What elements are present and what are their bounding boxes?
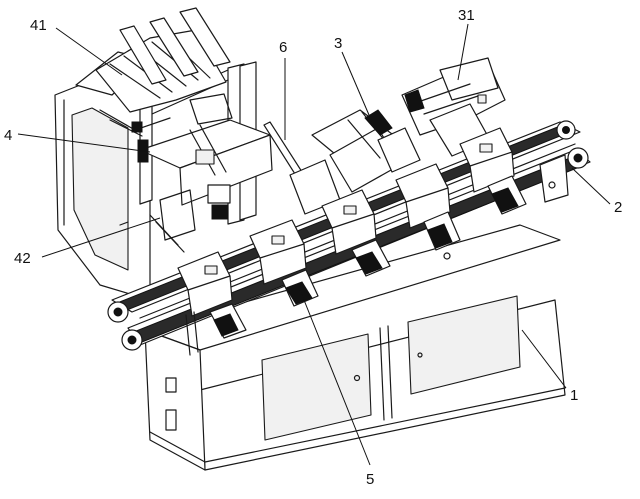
leader-31 [457,23,469,81]
label-4: 4 [4,127,12,144]
door-knob-right [417,352,423,358]
label-42: 42 [14,250,31,267]
rear-window [71,107,129,271]
feeding-hopper [75,7,233,137]
reference-labels: 41 4 42 6 3 31 2 1 5 [4,7,622,488]
label-31: 31 [458,7,475,24]
label-3: 3 [334,35,342,52]
door-knob-left [353,374,361,382]
side-switch-lower [165,409,177,431]
leader-4 [17,133,151,153]
leader-1 [521,329,567,389]
leader-42 [41,217,161,258]
leader-41 [55,27,123,76]
carrier-3 [321,189,391,277]
carrier-5 [459,127,527,215]
front-door-left [261,333,372,441]
leader-2 [571,167,611,205]
label-2: 2 [614,199,622,216]
carrier-2 [249,219,319,307]
folding-unit [311,109,421,193]
side-switch-upper [165,377,177,393]
front-door-right [407,295,521,395]
central-mechanism [137,119,273,253]
label-1: 1 [570,387,578,404]
label-6: 6 [279,39,287,56]
label-5: 5 [366,471,374,488]
guide-rod [263,121,341,215]
leader-lines [17,23,611,466]
label-41: 41 [30,17,47,34]
leader-5 [299,289,371,466]
base-cabinet [144,224,566,471]
carrier-4 [395,163,461,251]
clamp-carriers [177,127,527,339]
leader-3 [341,51,373,123]
carrier-1 [177,251,247,339]
